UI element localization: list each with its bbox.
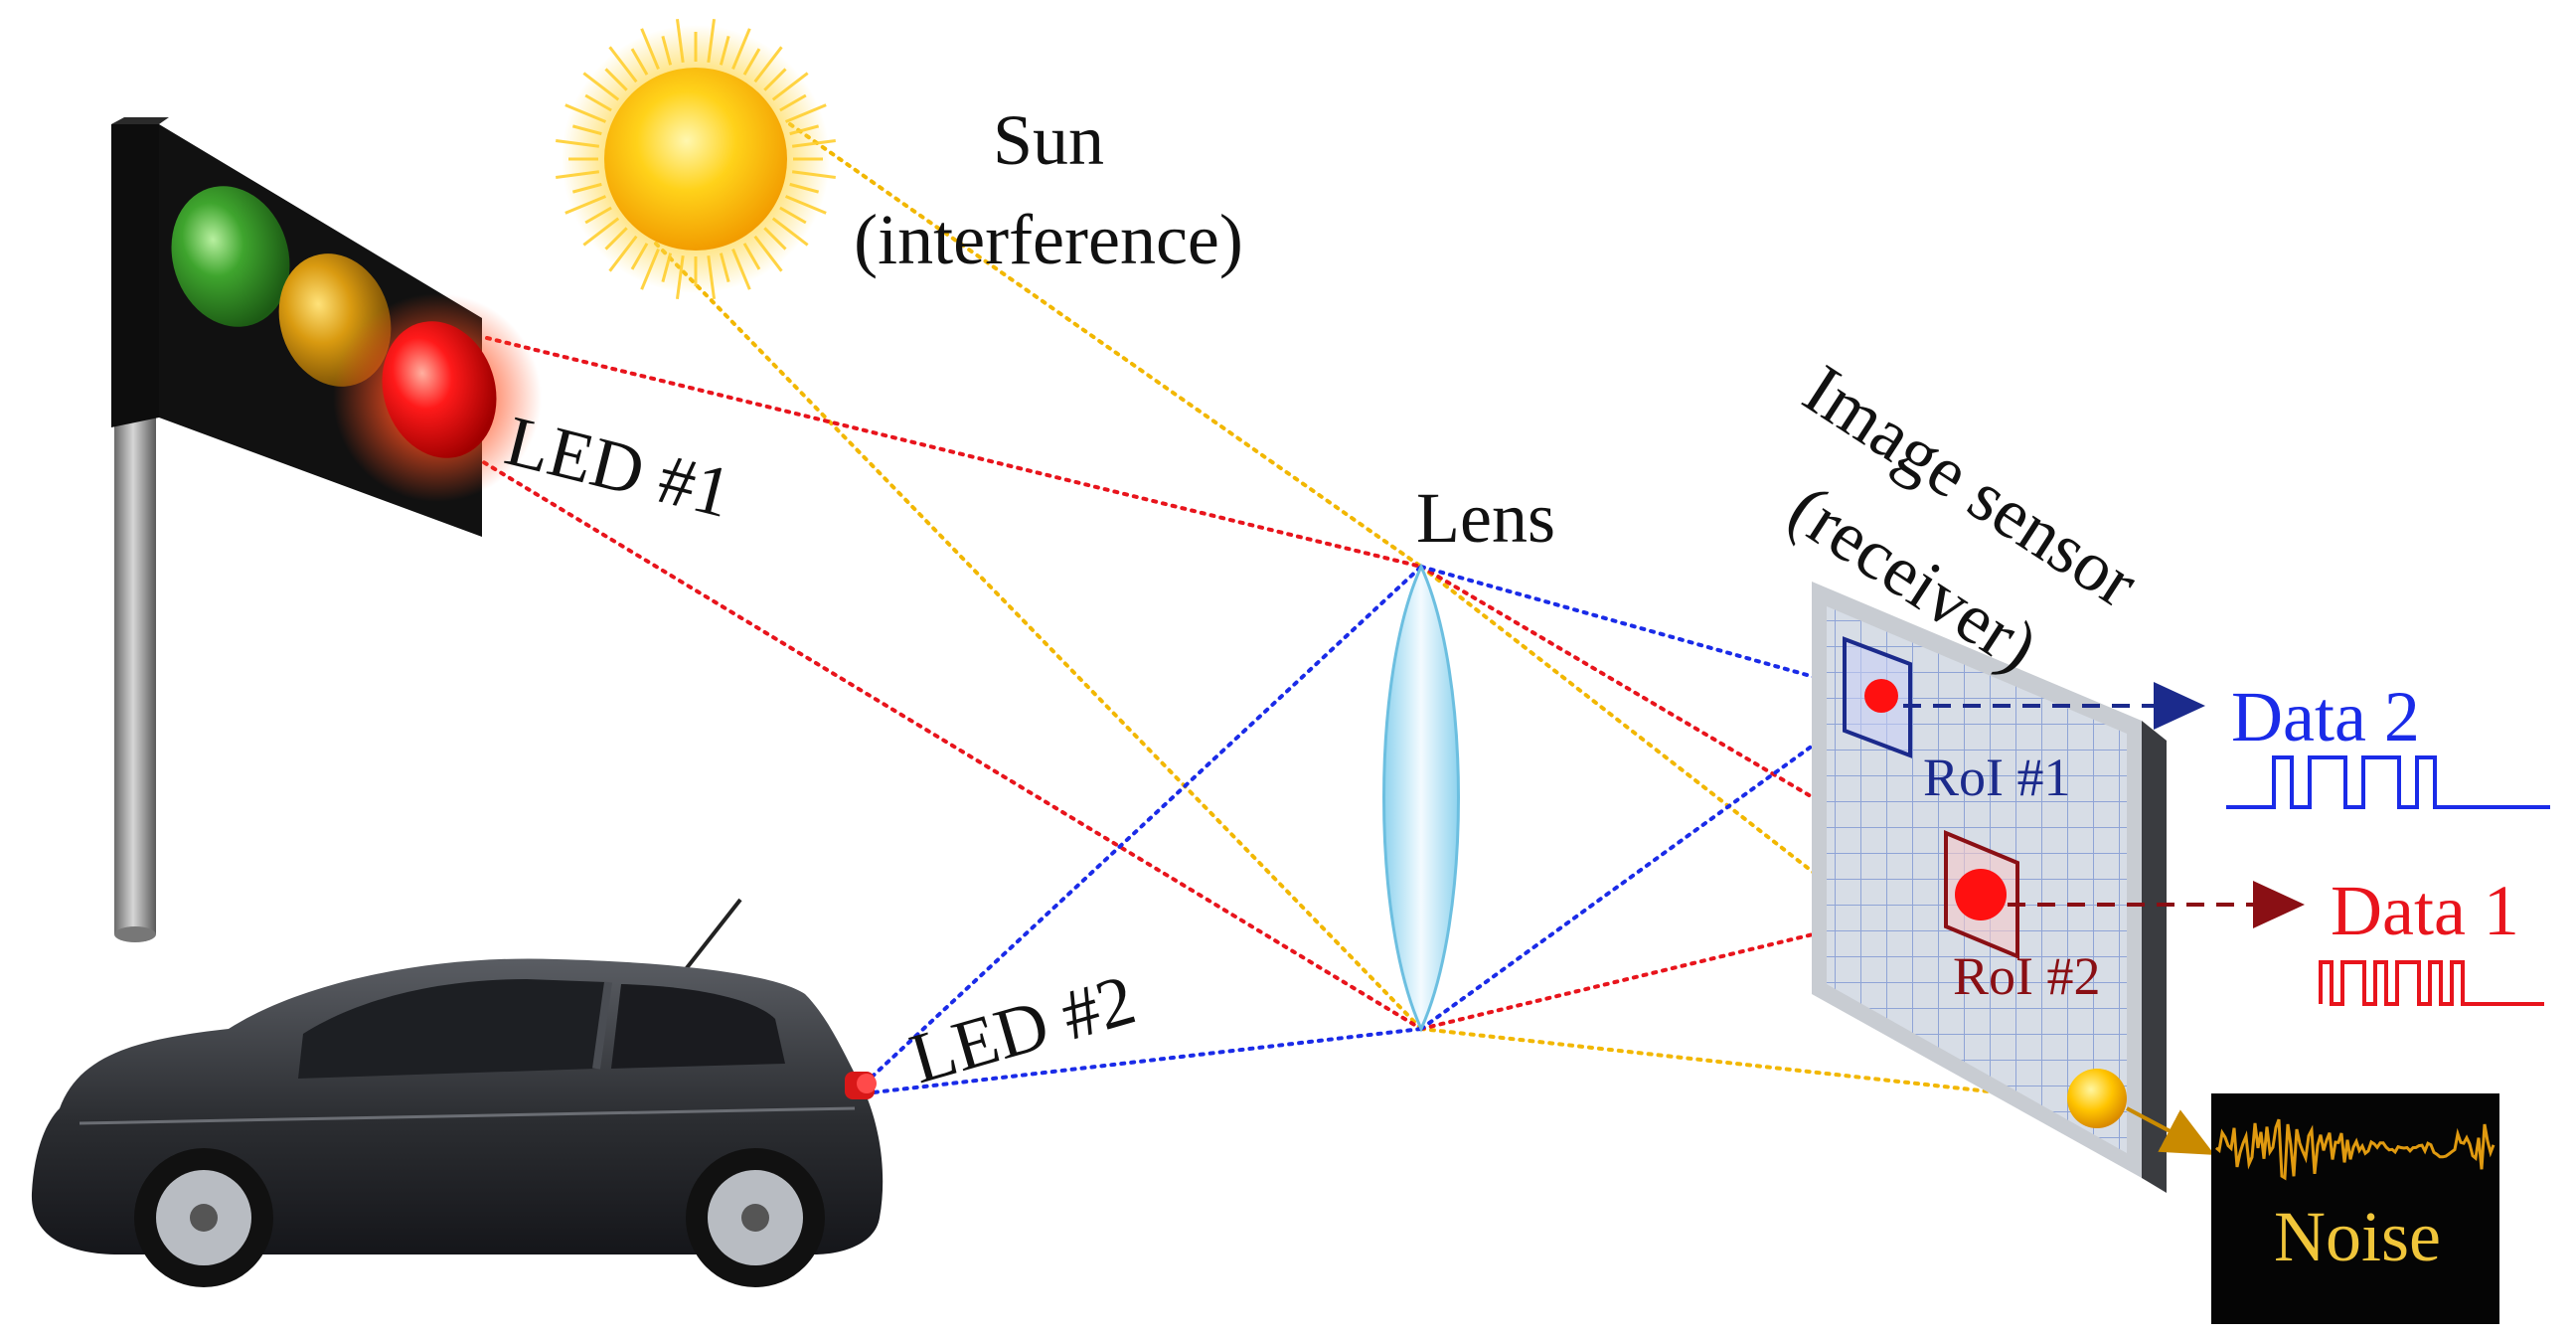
sun [556,19,836,299]
sun-ray-top [788,122,1423,569]
lens [1382,563,1460,1033]
sun-spike [640,248,660,290]
sun-spike [630,243,649,270]
led1-label: LED #1 [498,401,738,533]
sun-spike [675,254,685,299]
sun-spike [556,170,600,180]
roi2-label: RoI #2 [1953,946,2101,1006]
sun-spike [742,243,761,270]
sun-spike [784,103,827,123]
sun-spike [763,227,787,251]
sun-spike [789,124,820,136]
sun-spike [582,72,620,101]
noise-box [2211,1093,2499,1324]
sun-spike [779,93,807,112]
sun-spike [753,46,783,84]
sun-spike [742,48,761,76]
image-sensor [1812,582,2167,1193]
sun-spike [630,48,649,76]
led1-ray-bottom [465,450,1423,1031]
sun-spike [564,103,607,123]
sun-spike [584,93,612,112]
led1-ray-top [485,336,1423,569]
sun-disc [604,68,787,251]
sun-ray-to-sensor-2 [1419,1027,2099,1105]
sun-spike [582,217,620,247]
led2-ray-sensor-top [1419,565,1883,698]
car-rear-wheel [686,1148,825,1287]
traffic-light [111,117,542,942]
car-rear-window [611,984,785,1069]
data2-label: Data 2 [2231,677,2420,756]
car [31,898,884,1287]
sun-spike [584,206,612,225]
led2-ray-top [863,565,1423,1086]
car-front-wheel [134,1148,273,1287]
sun-spike [771,72,809,101]
traffic-light-side [111,124,159,427]
data2-waveform [2226,755,2550,809]
data1-label: Data 1 [2331,871,2519,950]
roi2-led-spot [1955,869,2007,920]
roi1-led-spot [1864,679,1898,713]
sun-spike [753,235,783,272]
sun-spike [719,252,730,283]
sensor-side [2142,721,2167,1193]
sun-spike [640,28,660,71]
sun-spike [604,68,628,91]
sun-rays [556,19,836,299]
sun-spike [771,217,809,247]
car-antenna [684,898,742,971]
sun-noise-spot [2067,1069,2127,1128]
roi1-label: RoI #1 [1923,748,2071,807]
sun-spike [707,254,717,299]
sun-spike [661,35,673,66]
sun-spike [571,124,602,136]
sun-ray-bottom [654,242,1423,1031]
noise-label: Noise [2274,1197,2441,1276]
sun-spike [571,182,602,194]
noise-arrow [2126,1106,2215,1155]
sun-spike [789,182,820,194]
red-lamp-led1 [382,321,497,458]
sun-spike [564,195,607,215]
lens-label: Lens [1416,478,1555,558]
lens-shape [1382,563,1460,1033]
sun-spike [608,46,638,84]
sun-interference-label: (interference) [854,200,1243,279]
sun-spike [661,252,673,283]
led2-label: LED #2 [901,959,1143,1098]
sun-spike [791,138,836,148]
sun-spike [608,235,638,272]
noise-waveform [2215,1118,2496,1181]
green-lamp [171,186,290,327]
sun-spike [763,68,787,91]
sun-label: Sun [993,100,1104,180]
data1-waveform [2319,960,2544,1006]
sun-spike [731,248,751,290]
sun-spike [784,195,827,215]
led2-ray-bottom [863,1027,1423,1095]
sun-spike [675,19,685,64]
sun-spike [604,227,628,251]
sun-spike [719,35,730,66]
sun-spike [791,170,836,180]
sun-spike [731,28,751,71]
sun-spike [779,206,807,225]
sun-spike [556,138,600,148]
sun-spike [707,19,717,64]
car-window [298,979,606,1079]
